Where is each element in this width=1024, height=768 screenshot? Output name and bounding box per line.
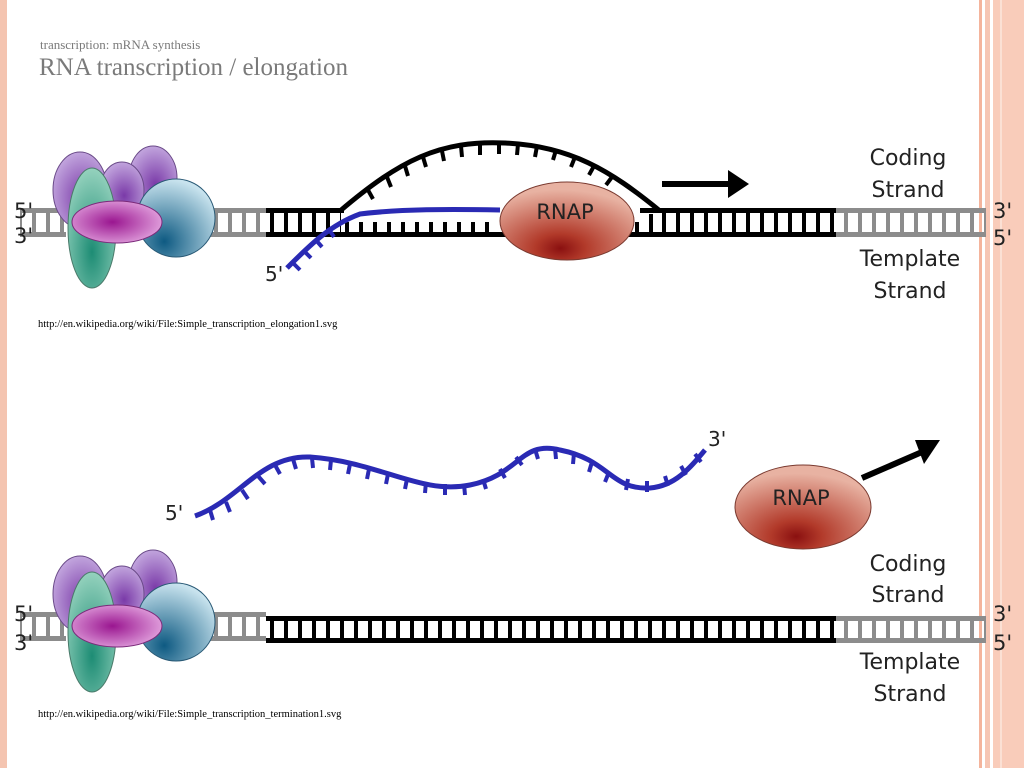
dna-strand-top-mid-gray-t: [210, 612, 266, 617]
dna-rungs-black-t: [266, 620, 836, 640]
right-border-band-1: [979, 0, 982, 768]
coding-strand-arch: [338, 140, 662, 213]
coding-strand-label-line2-termination: Strand: [871, 583, 944, 608]
label-5prime-left: 5': [14, 199, 33, 223]
dna-strand-top-left-black: [266, 208, 344, 213]
slide-subtitle: transcription: mRNA synthesis: [40, 37, 201, 52]
termination-source-caption: http://en.wikipedia.org/wiki/File:Simple…: [38, 709, 342, 720]
label-5prime-left-termination: 5': [14, 602, 33, 626]
label-3prime-right-termination: 3': [993, 602, 1012, 626]
dna-strand-top-black-t: [266, 616, 838, 621]
rnap-enzyme-elongation: [499, 181, 635, 261]
dna-strand-bottom-left-gray-t: [20, 636, 66, 641]
dna-strand-bottom-mid-gray: [210, 232, 266, 237]
dna-strand-bottom-right-gray-t: [836, 638, 986, 643]
label-3prime-rna-termination: 3': [708, 427, 726, 451]
coding-strand-arch-bases: [366, 143, 614, 200]
dna-strand-bottom-black-t: [266, 638, 838, 643]
dna-rungs-mid-gray: [210, 212, 266, 235]
dna-strand-top-left-gray: [20, 208, 66, 213]
label-5prime-right: 5': [993, 226, 1012, 250]
mrna-strand-termination: [194, 445, 707, 519]
dna-strand-bottom-mid-gray-t: [210, 636, 266, 641]
template-bases-bubble: [345, 214, 653, 234]
mrna-bases-termination: [208, 447, 703, 521]
dna-rungs-left-black: [266, 212, 341, 235]
mrna-bases-elongation: [290, 226, 336, 272]
coding-strand-label-line2: Strand: [871, 178, 944, 203]
elongation-source-caption: http://en.wikipedia.org/wiki/File:Simple…: [38, 319, 338, 330]
initiation-complex-icon: [52, 145, 216, 289]
slide-title: RNA transcription / elongation: [39, 54, 348, 81]
label-5prime-rna: 5': [265, 262, 283, 286]
template-strand-label-line2: Strand: [873, 279, 946, 304]
label-5prime-rna-termination: 5': [165, 501, 183, 525]
direction-arrow-elongation: [662, 170, 749, 198]
template-strand-label-line2-termination: Strand: [873, 682, 946, 707]
elongation-panel: RNAP 5' 3' 5' Coding Strand Template Str…: [14, 140, 1012, 304]
coding-strand-label-line1: Coding: [870, 146, 947, 171]
termination-panel: 5' 3' RNAP 5' 3' C: [14, 427, 1012, 707]
label-5prime-right-termination: 5': [993, 631, 1012, 655]
dna-rungs-mid-gray-t: [210, 616, 266, 639]
rnap-label-termination: RNAP: [772, 486, 829, 510]
right-border-band-3: [993, 0, 1024, 768]
dna-strand-top-right-black: [640, 208, 838, 213]
right-border-band-4: [1000, 0, 1002, 768]
label-3prime-right: 3': [993, 199, 1012, 223]
dna-strand-top-right-gray: [836, 208, 986, 213]
direction-arrow-termination: [860, 440, 940, 481]
dna-rungs-left-gray-t: [20, 616, 66, 639]
template-strand-label-line1-termination: Template: [859, 650, 960, 675]
dna-strand-bottom-right-gray: [836, 232, 986, 237]
coding-strand-label-line1-termination: Coding: [870, 552, 947, 577]
dna-rungs-left-gray: [20, 212, 66, 235]
dna-rungs-right-gray: [836, 212, 986, 235]
left-border-rule: [0, 0, 7, 768]
initiation-complex-icon-termination: [52, 549, 216, 693]
dna-strand-bottom-left-gray: [20, 232, 66, 237]
dna-rungs-right-gray-t: [836, 620, 986, 640]
label-3prime-left-termination: 3': [14, 631, 33, 655]
template-strand-label-line1: Template: [859, 247, 960, 272]
dna-strand-top-left-gray-t: [20, 612, 66, 617]
rnap-label-elongation: RNAP: [536, 200, 593, 224]
right-border-band-2: [985, 0, 990, 768]
dna-strand-top-right-gray-t: [836, 616, 986, 621]
dna-strand-top-mid-gray: [210, 208, 266, 213]
rnap-enzyme-termination: [734, 464, 872, 550]
mrna-strand-elongation: [285, 206, 501, 270]
dna-strand-bottom-left-black: [266, 232, 336, 237]
dna-rungs-right-black: [660, 212, 835, 235]
label-3prime-left: 3': [14, 224, 33, 248]
